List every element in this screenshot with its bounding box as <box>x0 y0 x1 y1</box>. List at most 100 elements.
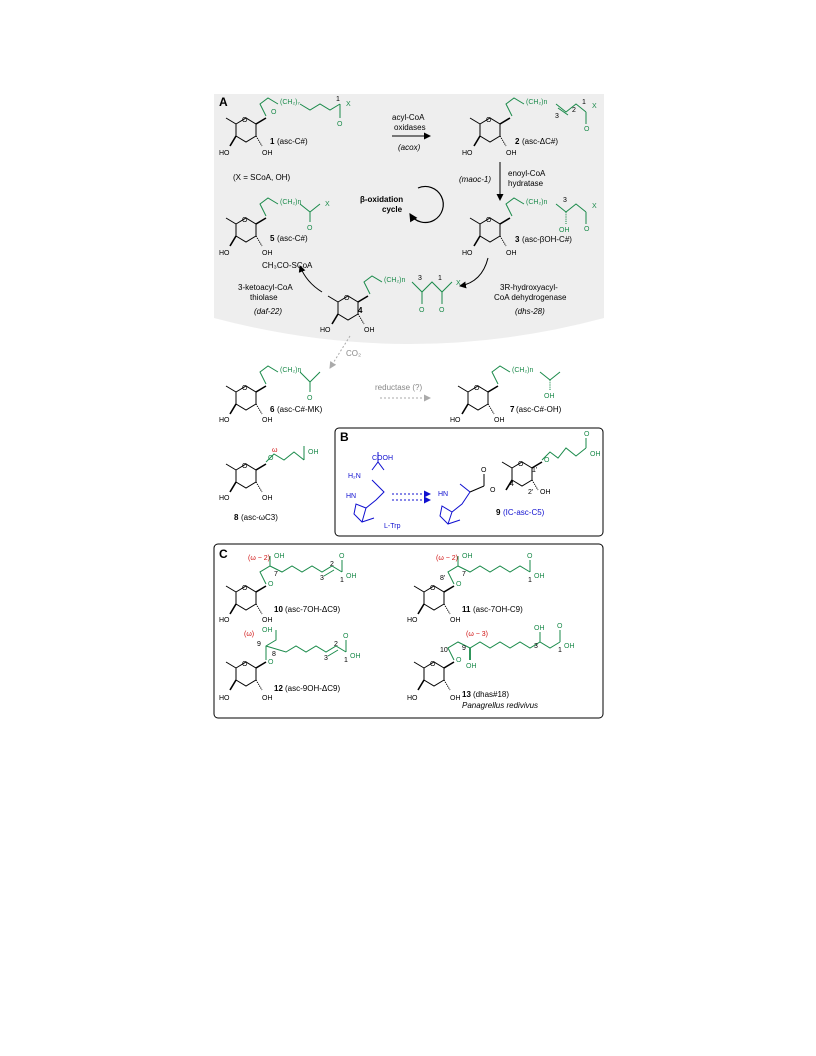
panel-b-border <box>334 427 604 537</box>
svg-text:OH: OH <box>346 573 357 580</box>
svg-text:1: 1 <box>528 577 532 584</box>
svg-text:O: O <box>481 467 487 474</box>
svg-text:(asc-C#): (asc-C#) <box>277 234 308 243</box>
compound-2: O HO OH (CH₂)n O X 3 2 1 2 (asc-ΔC#) <box>462 97 597 157</box>
svg-text:X: X <box>592 103 597 110</box>
svg-text:OH: OH <box>262 417 273 424</box>
svg-text:1: 1 <box>340 577 344 584</box>
svg-text:HO: HO <box>219 617 230 624</box>
svg-text:acyl-CoA: acyl-CoA <box>392 113 425 122</box>
svg-text:enoyl-CoA: enoyl-CoA <box>508 169 546 178</box>
svg-text:HN: HN <box>438 491 448 498</box>
svg-text:OH: OH <box>450 617 461 624</box>
svg-text:(asc-ωC3): (asc-ωC3) <box>241 513 278 522</box>
svg-text:CO₂: CO₂ <box>346 349 361 358</box>
svg-text:7: 7 <box>274 571 278 578</box>
svg-text:O: O <box>307 395 313 402</box>
svg-text:(asc-7OH-C9): (asc-7OH-C9) <box>473 605 523 614</box>
compound-5: O HO OH (CH₂)n O X 5 (asc-C#) <box>219 197 330 257</box>
svg-text:X: X <box>592 203 597 210</box>
svg-text:reductase (?): reductase (?) <box>375 383 422 392</box>
svg-text:(ω − 3): (ω − 3) <box>466 631 488 638</box>
svg-text:O: O <box>527 553 533 560</box>
svg-text:1': 1' <box>532 467 537 474</box>
svg-text:X: X <box>346 101 351 108</box>
svg-text:3: 3 <box>324 655 328 662</box>
svg-text:O: O <box>339 553 345 560</box>
svg-text:(asc-ΔC#): (asc-ΔC#) <box>522 137 558 146</box>
svg-text:1: 1 <box>336 96 340 103</box>
svg-text:H₂N: H₂N <box>348 473 361 480</box>
svg-text:(asc-βOH-C#): (asc-βOH-C#) <box>522 235 572 244</box>
svg-text:8: 8 <box>234 513 239 522</box>
svg-text:(CH₂)n: (CH₂)n <box>526 99 547 106</box>
svg-text:(CH₂)₇: (CH₂)₇ <box>280 99 300 106</box>
svg-text:(CH₂)n: (CH₂)n <box>512 367 533 374</box>
svg-text:O: O <box>242 217 248 224</box>
svg-text:O: O <box>271 109 277 116</box>
svg-text:(asc-C#-MK): (asc-C#-MK) <box>277 405 323 414</box>
svg-text:OH: OH <box>506 250 517 257</box>
svg-text:(asc-C#-OH): (asc-C#-OH) <box>516 405 562 414</box>
svg-text:O: O <box>439 307 445 314</box>
svg-text:OH: OH <box>534 625 545 632</box>
panel-a-background <box>214 94 604 344</box>
svg-text:1: 1 <box>344 657 348 664</box>
svg-text:6: 6 <box>270 405 275 414</box>
svg-text:O: O <box>474 385 480 392</box>
svg-text:O: O <box>337 121 343 128</box>
svg-text:O: O <box>344 295 350 302</box>
svg-text:1: 1 <box>582 99 586 106</box>
svg-text:OH: OH <box>544 393 555 400</box>
svg-text:Panagrellus redivivus: Panagrellus redivivus <box>462 701 538 710</box>
svg-text:11: 11 <box>462 605 471 614</box>
svg-text:2': 2' <box>528 489 533 496</box>
svg-text:O: O <box>419 307 425 314</box>
svg-text:(maoc-1): (maoc-1) <box>459 175 491 184</box>
compound-12: O HO OH O (ω) OH O OH 9 8 3 2 1 12 (asc-… <box>219 627 361 702</box>
svg-text:O: O <box>557 623 563 630</box>
svg-text:oxidases: oxidases <box>394 123 426 132</box>
svg-text:O: O <box>584 126 590 133</box>
svg-text:7: 7 <box>510 405 515 414</box>
svg-text:O: O <box>268 581 274 588</box>
svg-text:O: O <box>456 581 462 588</box>
svg-text:HO: HO <box>407 617 418 624</box>
svg-text:1: 1 <box>270 137 275 146</box>
svg-text:HO: HO <box>320 327 331 334</box>
svg-text:HO: HO <box>450 417 461 424</box>
svg-text:OH: OH <box>274 553 285 560</box>
svg-text:HN: HN <box>346 493 356 500</box>
svg-text:O: O <box>242 117 248 124</box>
svg-text:3: 3 <box>555 113 559 120</box>
svg-text:O: O <box>490 487 496 494</box>
svg-text:(asc-9OH-ΔC9): (asc-9OH-ΔC9) <box>285 684 340 693</box>
svg-text:3: 3 <box>320 575 324 582</box>
svg-text:OH: OH <box>262 627 273 634</box>
svg-text:HO: HO <box>219 695 230 702</box>
svg-text:3: 3 <box>515 235 520 244</box>
svg-text:OH: OH <box>466 663 477 670</box>
svg-text:HO: HO <box>462 250 473 257</box>
svg-text:(CH₂)n: (CH₂)n <box>280 199 301 206</box>
svg-text:8: 8 <box>272 651 276 658</box>
svg-text:(asc-C#): (asc-C#) <box>277 137 308 146</box>
svg-text:B: B <box>340 430 349 444</box>
svg-text:O: O <box>430 661 436 668</box>
svg-text:OH: OH <box>262 695 273 702</box>
svg-text:L-Trp: L-Trp <box>384 523 401 530</box>
svg-text:O: O <box>307 225 313 232</box>
svg-text:2: 2 <box>572 107 576 114</box>
svg-text:(CH₂)n: (CH₂)n <box>384 277 405 284</box>
svg-text:OH: OH <box>494 417 505 424</box>
svg-text:1: 1 <box>438 275 442 282</box>
svg-text:OH: OH <box>262 250 273 257</box>
svg-text:O: O <box>584 226 590 233</box>
compound-8: O HO OH O ω OH 8 (asc-ωC3) <box>219 446 319 522</box>
svg-text:HO: HO <box>462 150 473 157</box>
svg-text:2: 2 <box>515 137 520 146</box>
svg-text:(asc-7OH-ΔC9): (asc-7OH-ΔC9) <box>285 605 340 614</box>
svg-text:O: O <box>268 455 274 462</box>
svg-text:9: 9 <box>257 641 261 648</box>
